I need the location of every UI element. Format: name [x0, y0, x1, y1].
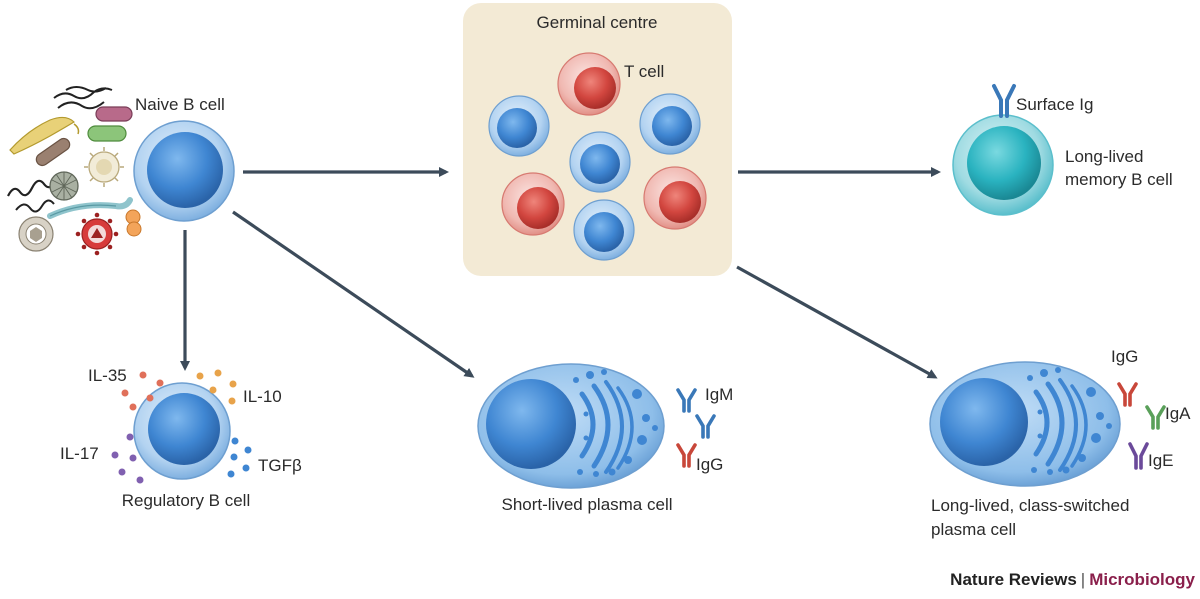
flagellated-bacterium-icon: [53, 86, 133, 122]
b-cell-gc-left: [488, 95, 550, 157]
igg-antibody-icon-long: [1117, 382, 1138, 407]
memory-b-cell-label-line1: Long-lived: [1065, 147, 1143, 166]
il17-label: IL-17: [60, 444, 99, 463]
regulatory-b-cell: [133, 382, 231, 480]
ige-antibody-icon: [1128, 442, 1149, 470]
pathogens-cluster: [7, 86, 142, 256]
short-lived-plasma-cell-label: Short-lived plasma cell: [501, 495, 672, 514]
il10-label: IL-10: [243, 387, 282, 406]
regulatory-b-cell-label: Regulatory B cell: [122, 491, 251, 510]
herpes-virus-icon: [18, 216, 54, 252]
t-cell-right: [643, 166, 707, 230]
b-cell-gc-center: [569, 131, 631, 193]
il17-dots: [111, 433, 144, 484]
short-lived-plasma-cell: [477, 363, 665, 489]
iga-label: IgA: [1165, 404, 1191, 423]
surface-ig-label: Surface Ig: [1016, 95, 1094, 114]
il35-dots: [121, 371, 164, 411]
t-cell-left: [501, 172, 565, 236]
germinal-centre-title: Germinal centre: [537, 13, 658, 32]
il10-dots: [196, 369, 237, 405]
hiv-virus-icon: [75, 212, 119, 256]
icosahedral-virus-icon: [49, 171, 79, 201]
journal-credit: Nature Reviews|Microbiology: [855, 570, 1195, 590]
igm-antibody-icon: [676, 388, 716, 439]
t-cell-top: [557, 52, 621, 116]
rod-bacterium-green-icon: [87, 125, 127, 142]
protozoan-icon: [47, 197, 133, 219]
trypanosome-icon: [9, 116, 80, 155]
enveloped-virus-icon: [84, 147, 124, 187]
credit-separator: |: [1080, 570, 1086, 589]
igg-antibody-icon-short: [676, 443, 697, 468]
long-lived-plasma-cell: [929, 361, 1121, 487]
b-cell-gc-right: [639, 93, 701, 155]
diplococcus-icon: [125, 209, 142, 237]
germinal-centre: Germinal centre T cell: [463, 3, 732, 276]
surface-ig-icon: [992, 84, 1016, 118]
il35-label: IL-35: [88, 366, 127, 385]
arrow-germinal-to-long-lived-plasma: [736, 265, 938, 379]
t-cell-label: T cell: [624, 62, 664, 81]
igg-label-short: IgG: [696, 455, 723, 474]
igg-label-long: IgG: [1111, 347, 1138, 366]
journal-subject: Microbiology: [1089, 570, 1195, 589]
ige-label: IgE: [1148, 451, 1174, 470]
long-lived-plasma-cell-label-line1: Long-lived, class-switched: [931, 496, 1129, 515]
naive-b-cell: [133, 120, 235, 222]
iga-antibody-icon: [1145, 405, 1166, 430]
memory-b-cell: [952, 84, 1054, 216]
tgfb-label: TGFβ: [258, 456, 302, 475]
tgfb-dots: [227, 437, 252, 478]
arrow-naive-to-short-lived-plasma: [232, 210, 475, 378]
memory-b-cell-label-line2: memory B cell: [1065, 170, 1173, 189]
b-cell-gc-bottom: [573, 199, 635, 261]
igm-label: IgM: [705, 385, 733, 404]
journal-name: Nature Reviews: [950, 570, 1077, 589]
naive-b-cell-label: Naive B cell: [135, 95, 225, 114]
long-lived-plasma-cell-label-line2: plasma cell: [931, 520, 1016, 539]
